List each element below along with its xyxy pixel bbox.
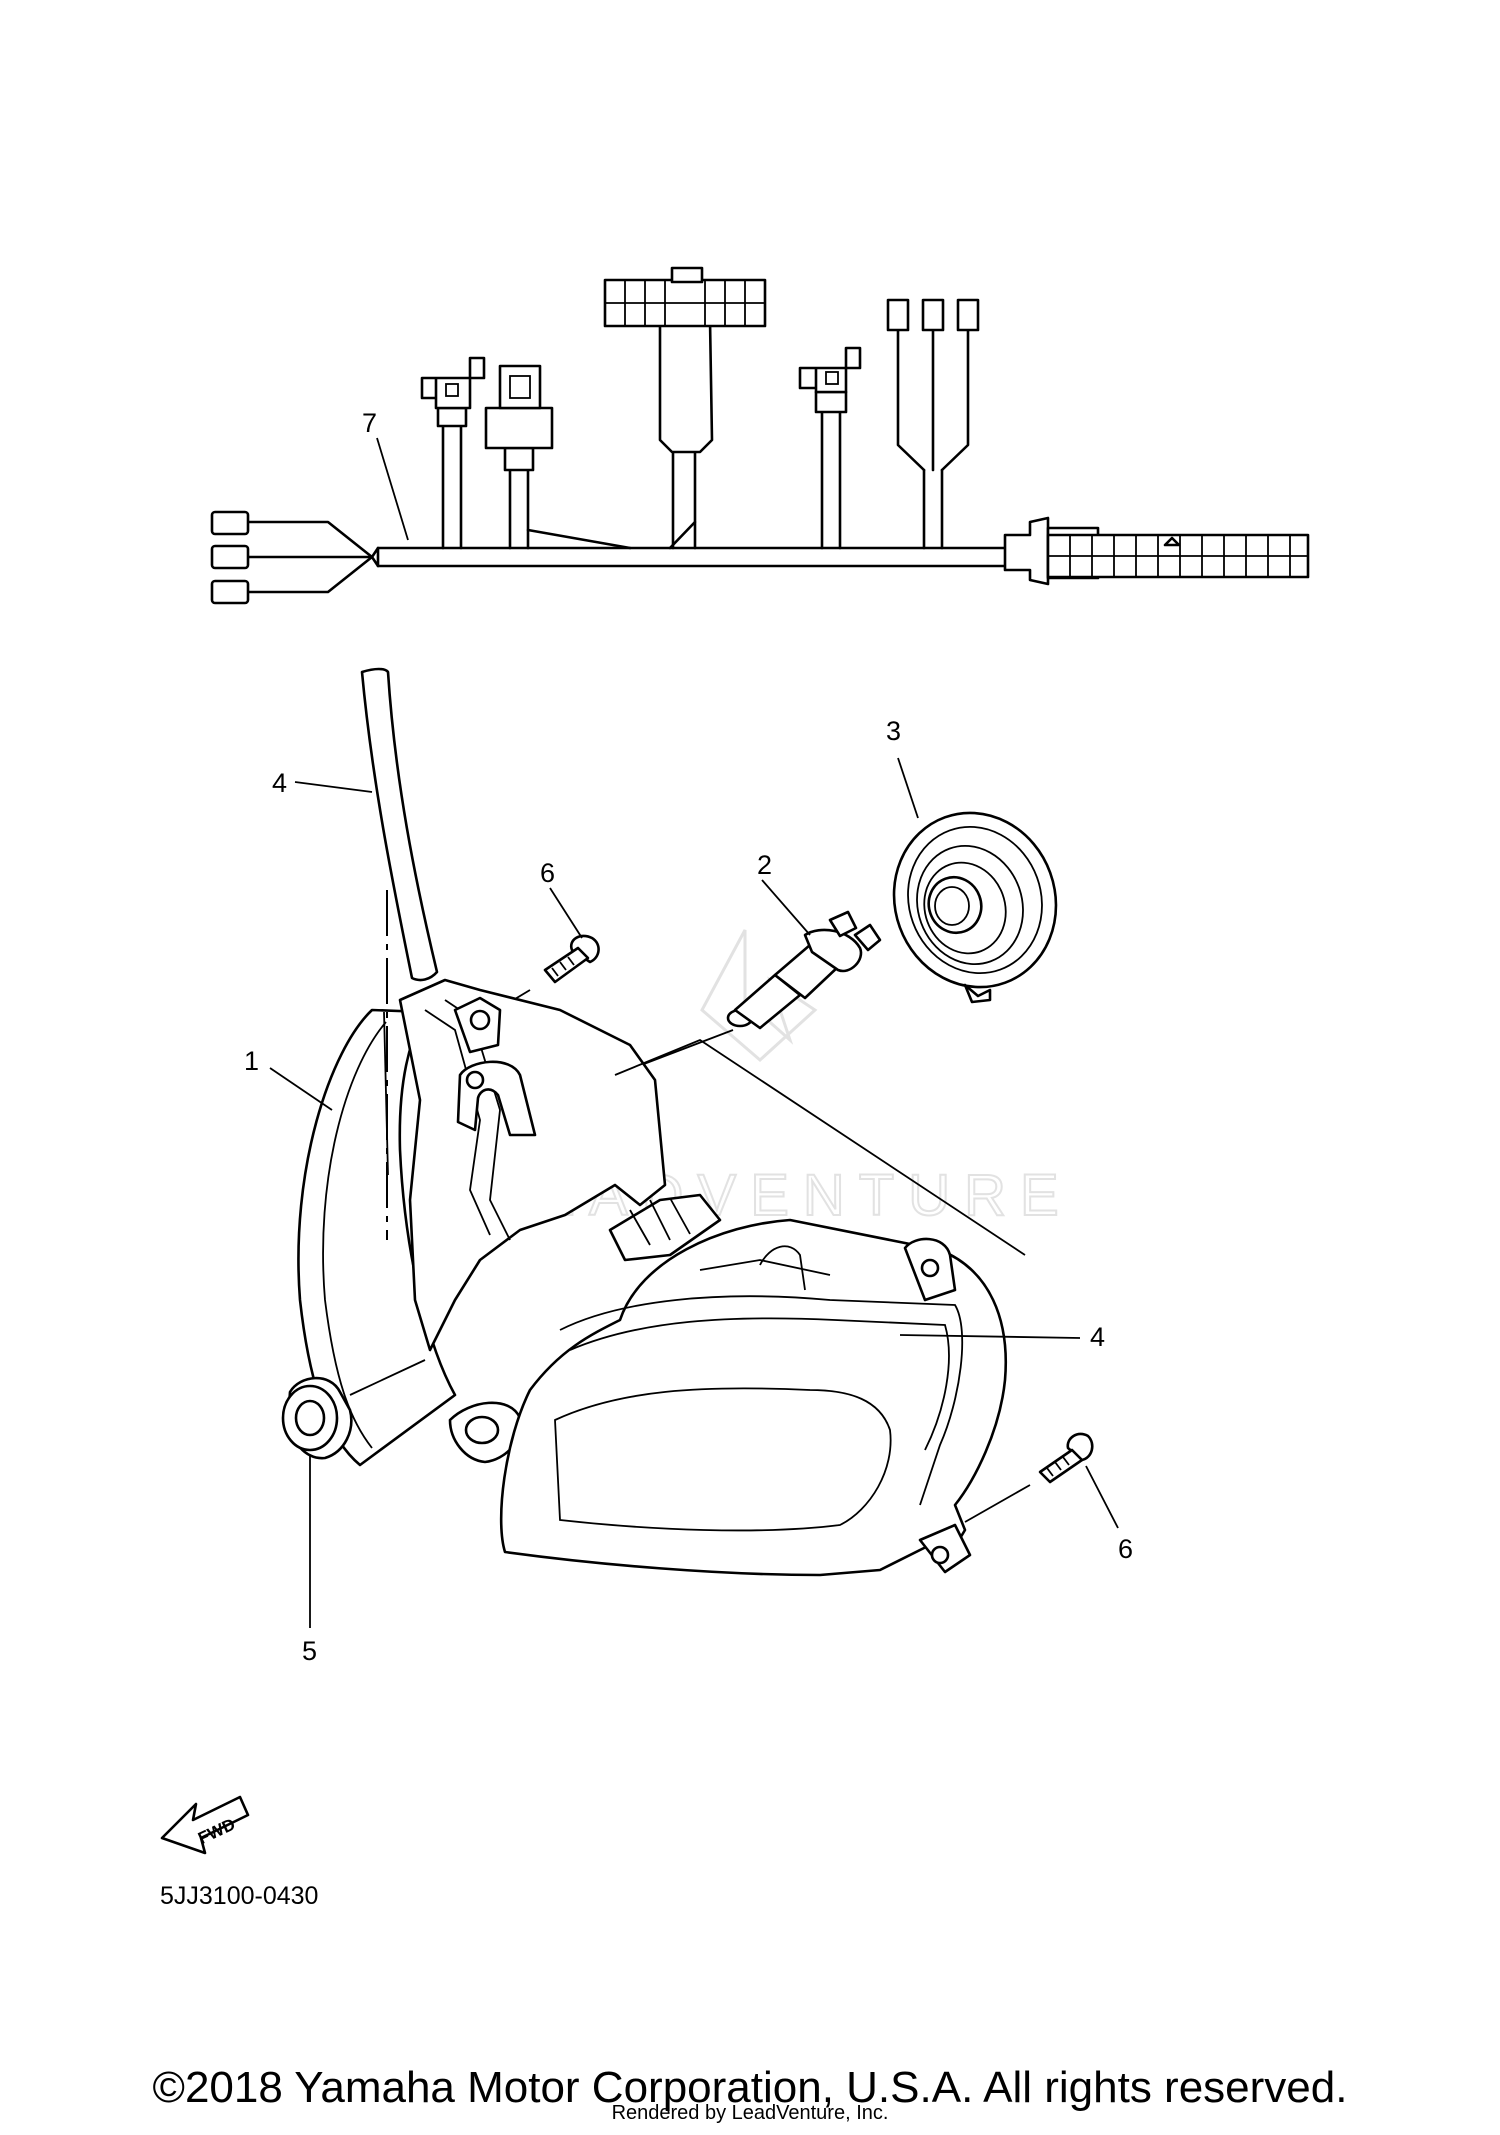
rendered-by-credit: Rendered by LeadVenture, Inc.: [611, 2102, 889, 2124]
callout-6-lower: 6: [1118, 1534, 1133, 1564]
callout-6-upper: 6: [540, 858, 555, 888]
part-6-screw-upper: [504, 887, 600, 1006]
part-1-headlight-assembly: [269, 978, 1026, 1577]
callout-1: 1: [244, 1046, 259, 1076]
diagram-code: 5JJ3100-0430: [160, 1882, 318, 1910]
callout-4-upper: 4: [272, 768, 287, 798]
part-4-leader-lower: [899, 1334, 1081, 1339]
callout-2: 2: [757, 850, 772, 880]
callout-7: 7: [362, 408, 377, 438]
callout-4-lower: 4: [1090, 1322, 1105, 1352]
part-5-grommet: [281, 1359, 426, 1628]
callout-3: 3: [886, 716, 901, 746]
part-4-seal-strip: [294, 667, 439, 982]
copyright-notice: ©2018 Yamaha Motor Corporation, U.S.A. A…: [152, 2063, 1348, 2112]
fwd-arrow-icon: FWD: [160, 1795, 250, 1855]
part-3-socket-cover: [892, 757, 1058, 1004]
part-7-wire-harness: [210, 266, 1310, 605]
part-2-bulb: [614, 879, 882, 1076]
part-6-screw-lower: [964, 1432, 1119, 1529]
callout-5: 5: [302, 1636, 317, 1666]
